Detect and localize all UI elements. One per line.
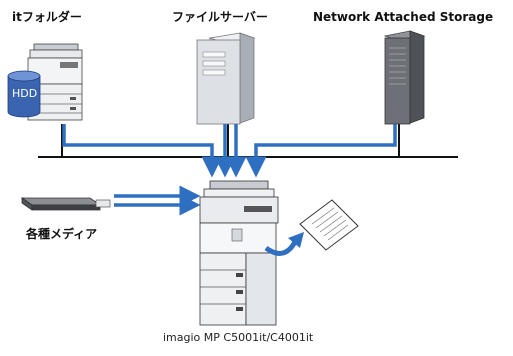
it-folder-label: itフォルダー — [12, 10, 82, 24]
arrow-from-it-folder — [62, 124, 223, 178]
flow-arrows — [62, 124, 397, 216]
model-label: imagio MP C5001it/C4001it — [163, 331, 314, 344]
arrow-from-nas — [245, 124, 397, 178]
nas-label: Network Attached Storage — [313, 10, 494, 24]
server-tower-icon — [196, 32, 256, 125]
media-label: 各種メディア — [26, 227, 98, 241]
mfp-printer-icon — [199, 180, 279, 326]
curved-arrow-icon — [264, 238, 299, 256]
usb-media-icon — [20, 197, 111, 211]
document-icon — [299, 199, 359, 251]
curved-arrow-head — [288, 232, 304, 248]
file-server-label: ファイルサーバー — [172, 10, 268, 24]
hdd-icon — [7, 70, 41, 118]
hdd-label: HDD — [12, 87, 38, 100]
nas-tower-icon — [383, 30, 426, 125]
